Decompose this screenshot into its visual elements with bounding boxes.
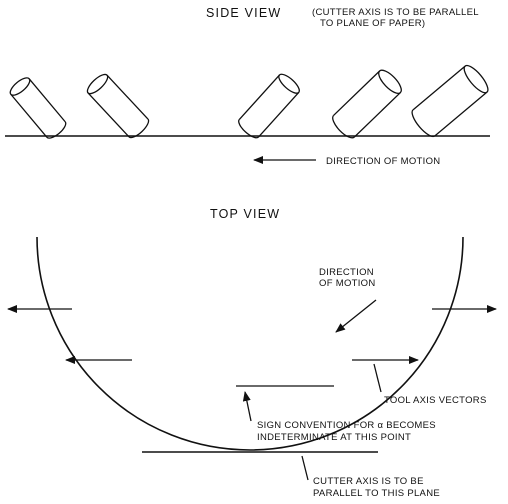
side-view-motion-label: DIRECTION OF MOTION: [326, 156, 440, 167]
top-view-motion-label-line2: OF MOTION: [319, 278, 376, 289]
side-view-title: SIDE VIEW: [206, 6, 281, 20]
side-view-cutter-2: [86, 73, 150, 139]
tool-axis-leader: [373, 363, 382, 393]
top-view-title: TOP VIEW: [210, 207, 280, 221]
top-view-motion-arrow: [335, 299, 377, 333]
side-view-note-line2: TO PLANE OF PAPER): [320, 18, 425, 29]
sign-convention-line2: INDETERMINATE AT THIS POINT: [257, 432, 411, 443]
side-view-cutter-4: [332, 69, 402, 139]
side-view-cutter-3: [238, 73, 300, 139]
cutter-plane-leader: [301, 455, 309, 481]
top-view-motion-label-line1: DIRECTION: [319, 267, 374, 278]
cutter-plane-line2: PARALLEL TO THIS PLANE: [313, 488, 440, 499]
side-view-note-line1: (CUTTER AXIS IS TO BE PARALLEL: [312, 7, 479, 18]
cutter-plane-line1: CUTTER AXIS IS TO BE: [313, 476, 424, 487]
top-view-cutter-arc: [36, 236, 464, 451]
side-view-cutter-5: [411, 64, 489, 138]
side-view-cutter-1: [9, 77, 67, 139]
sign-convention-line1: SIGN CONVENTION FOR α BECOMES: [257, 420, 436, 431]
sign-convention-leader: [242, 391, 252, 422]
tool-axis-label: TOOL AXIS VECTORS: [384, 395, 487, 406]
